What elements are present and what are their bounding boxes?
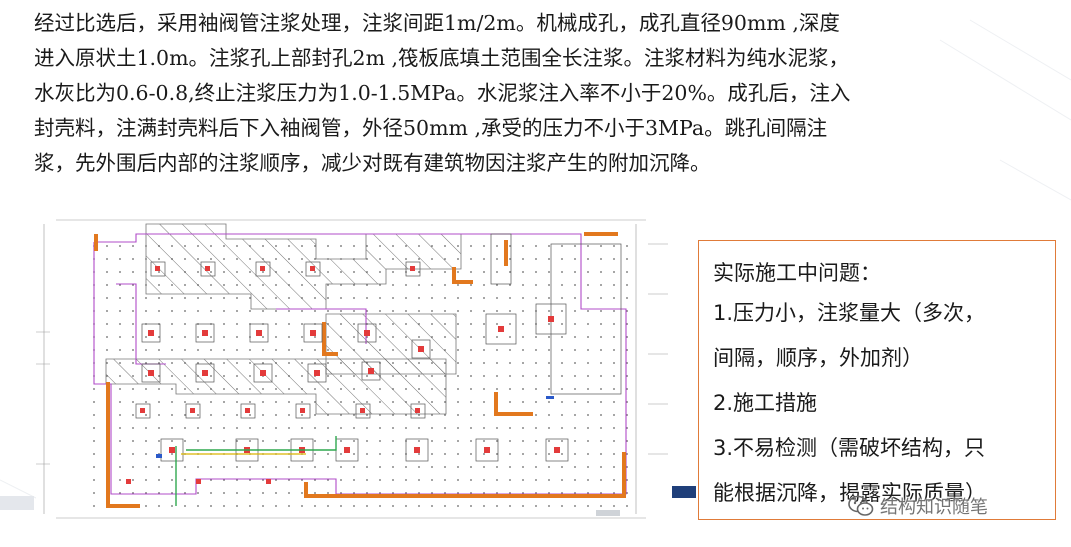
callout-item: 2.施工措施: [713, 391, 818, 415]
paragraph-line: 浆，先外围后内部的注浆顺序，减少对既有建筑物因注浆产生的附加沉降。: [34, 151, 711, 175]
watermark-text: 结构知识随笔: [880, 497, 988, 518]
paragraph-line: 经过比选后，采用袖阀管注浆处理，注浆间距1m/2m。机械成孔，成孔直径90mm …: [34, 11, 840, 35]
paragraph-line: 进入原状土1.0m。注浆孔上部封孔2m ,筏板底填土范围全长注浆。注浆材料为纯水…: [34, 46, 850, 70]
callout-item: 1.压力小，注浆量大（多次，: [713, 301, 986, 325]
callout-title: 实际施工中问题：: [713, 261, 881, 285]
body-paragraph: 经过比选后，采用袖阀管注浆处理，注浆间距1m/2m。机械成孔，成孔直径90mm …: [34, 6, 994, 181]
callout-item: 间隔，顺序，外加剂）: [713, 346, 923, 370]
paragraph-line: 封壳料，注满封壳料后下入袖阀管，外径50mm ,承受的压力不小于3MPa。跳孔间…: [34, 116, 828, 140]
callout-item: 3.不易检测（需破坏结构，只: [713, 436, 986, 460]
issues-callout-box: 实际施工中问题： 1.压力小，注浆量大（多次， 间隔，顺序，外加剂） 2.施工措…: [698, 240, 1056, 520]
grouting-plan-drawing: [36, 214, 668, 522]
paragraph-line: 水灰比为0.6-0.8,终止注浆压力为1.0-1.5MPa。水泥浆注入率不小于2…: [34, 81, 851, 105]
wechat-icon: [848, 495, 874, 516]
watermark: 结构知识随笔: [848, 492, 988, 520]
decorative-bar: [672, 486, 696, 498]
